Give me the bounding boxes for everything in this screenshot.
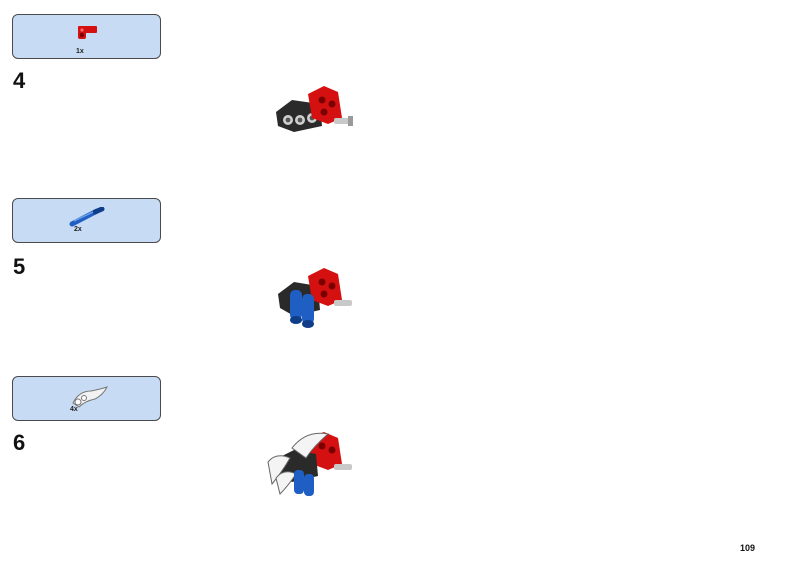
model-assembly-step-6 [267,432,352,496]
step-number: 5 [13,254,26,279]
step-number: 4 [13,68,26,93]
page-number: 109 [740,543,756,553]
part-quantity: 4x [70,406,78,413]
model-assembly-step-4 [276,86,353,132]
white-wing-plate-icon [72,386,108,408]
parts-callout-step-6: 4x [12,376,161,421]
parts-callout-step-4: 1x [12,14,161,59]
part-quantity: 2x [74,226,82,233]
model-assembly-step-5 [278,268,352,328]
blue-pin-icon [69,207,105,227]
step-number: 6 [13,430,26,455]
red-angle-connector-icon [78,26,97,39]
part-quantity: 1x [76,48,84,55]
parts-callout-step-5: 2x [12,198,161,243]
